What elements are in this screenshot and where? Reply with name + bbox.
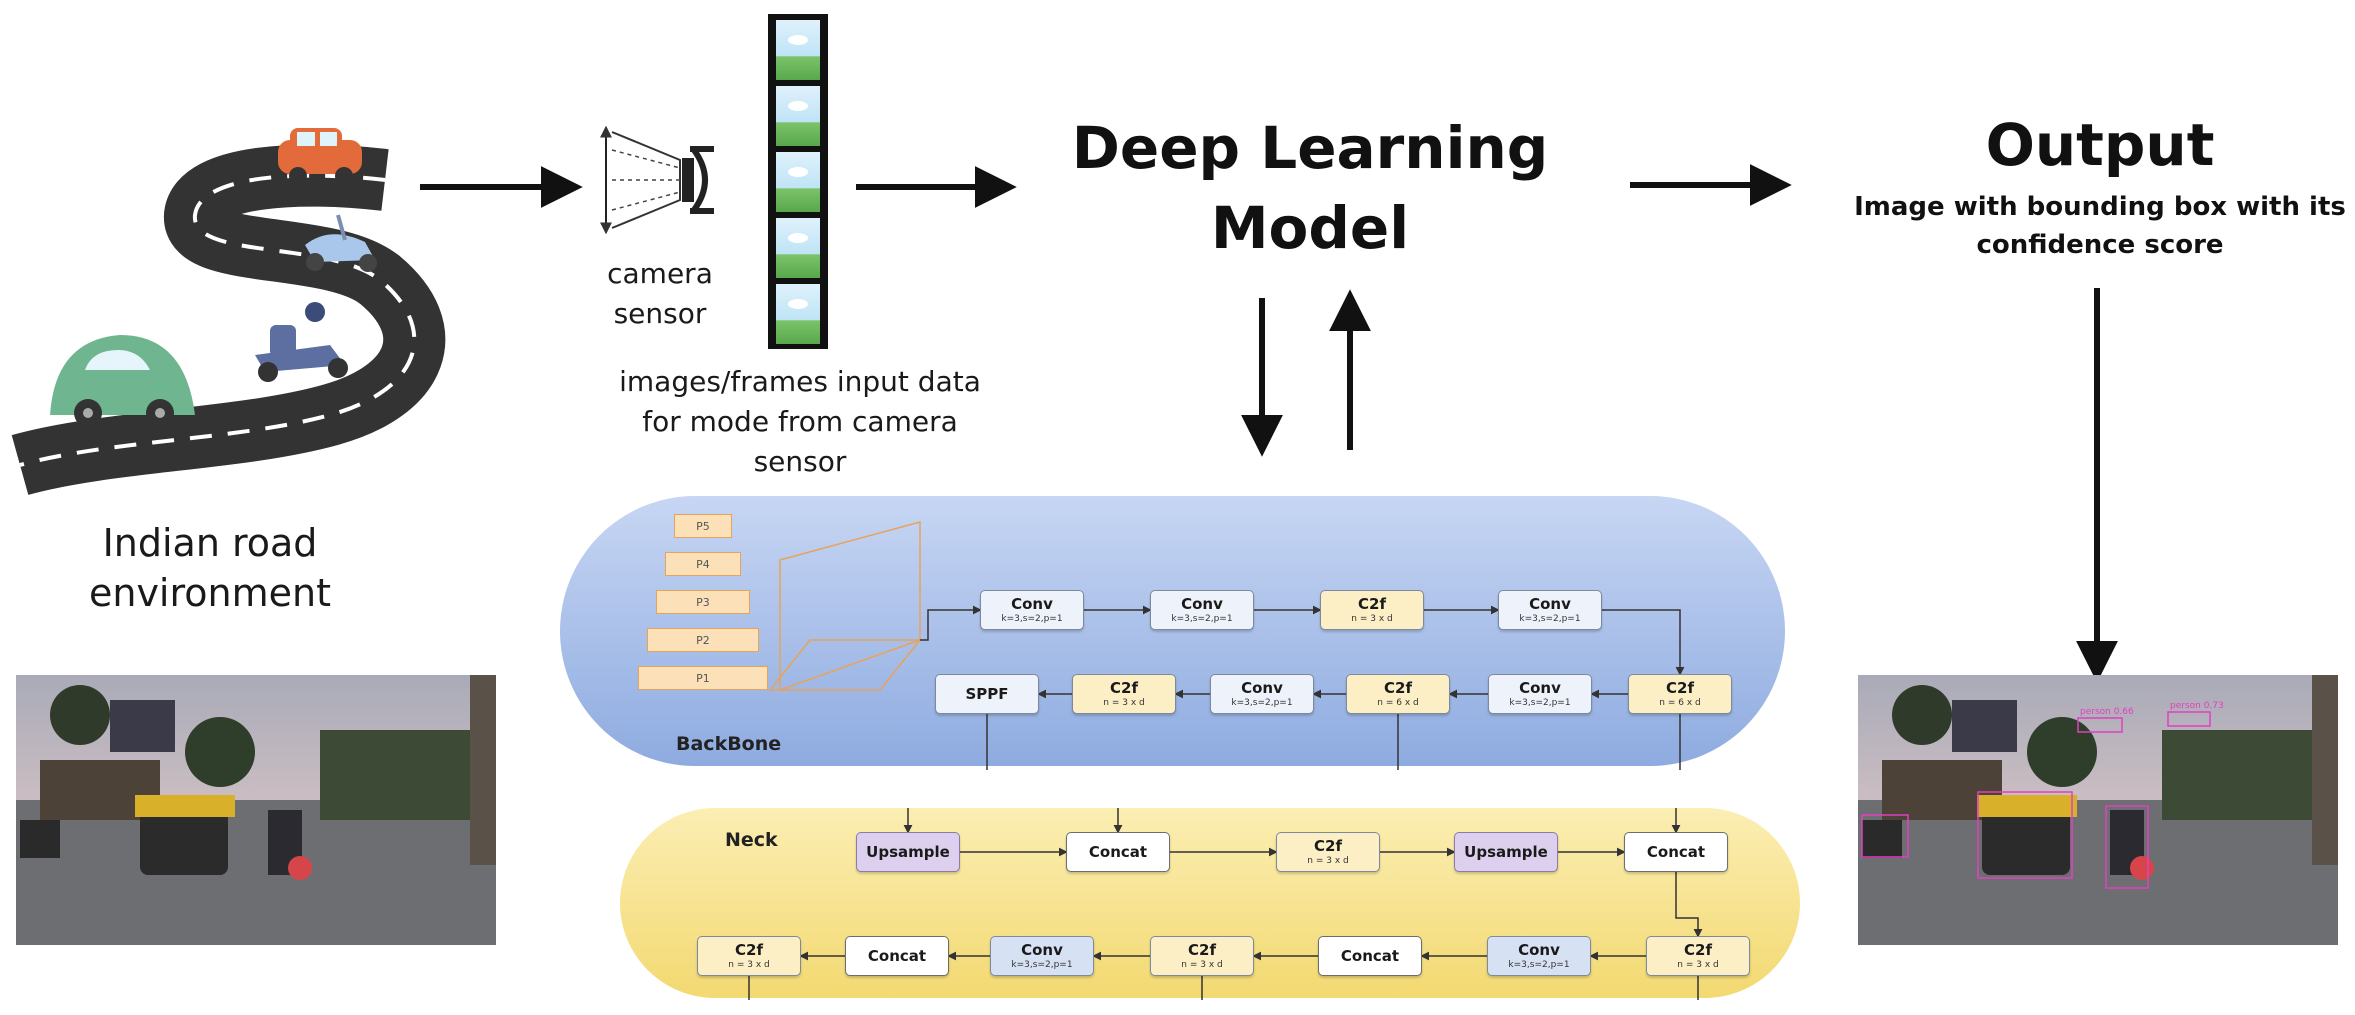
output-subtitle: Image with bounding box with its confide… [1854,192,2346,260]
neck-label: Neck [725,829,778,851]
backbone-bottom-sppf-node-0: SPPF [935,674,1039,714]
backbone-bottom-node-params: k=3,s=2,p=1 [1509,698,1571,708]
neck-bottom-node-params: n = 3 x d [728,960,770,970]
bbox-person-b [2167,711,2211,727]
neck-bottom-node-params: k=3,s=2,p=1 [1508,960,1570,970]
neck-top-concat-node-4: Concat [1624,832,1728,872]
backbone-bottom-node-params: k=3,s=2,p=1 [1231,698,1293,708]
pyramid-level-p5: P5 [674,514,732,538]
backbone-top-node-params: n = 3 x d [1351,614,1393,624]
flow-arrows [420,164,2118,683]
road-environment-caption: Indian road environment [88,521,331,615]
backbone-top-node-params: k=3,s=2,p=1 [1001,614,1063,624]
link-nk-down [1675,872,1703,938]
input-road-photo [16,675,496,945]
red-car-icon [278,128,362,185]
bbox-motorcycle [2105,805,2149,889]
pyramid-level-p3: P3 [656,590,750,614]
bbox-person-a [2077,717,2123,733]
scooter-rider-icon [255,302,348,382]
pyramid-level-p4: P4 [665,552,741,576]
camera-sensor-caption: camera sensor [607,257,713,330]
frames-caption: images/frames input data for mode from c… [619,365,981,478]
backbone-top-node-name: Conv [1529,595,1571,613]
backbone-top-node-name: Conv [1181,595,1223,613]
backbone-bottom-node-name: C2f [1384,679,1412,697]
link-bb-down [1602,609,1685,676]
neck-top-node-name: C2f [1314,837,1342,855]
link-pyramid-to-conv [920,605,982,641]
neck-bottom-node-params: k=3,s=2,p=1 [1011,960,1073,970]
output-detection-photo: person 0.66 person 0.73 [1858,675,2338,945]
backbone-top-node-params: k=3,s=2,p=1 [1519,614,1581,624]
backbone-bottom-node-name: C2f [1110,679,1138,697]
backbone-bottom-node-params: n = 6 x d [1659,698,1701,708]
neck-top-node-name: Upsample [866,843,950,861]
road-illustration [11,128,446,495]
backbone-bottom-node-name: Conv [1519,679,1561,697]
neck-top-node-name: Upsample [1464,843,1548,861]
detection-label-a: person 0.66 [2080,707,2134,717]
neck-top-upsample-node-3: Upsample [1454,832,1558,872]
backbone-bottom-node-name: C2f [1666,679,1694,697]
neck-bottom-node-name: C2f [1684,941,1712,959]
backbone-top-node-params: k=3,s=2,p=1 [1171,614,1233,624]
neck-top-node-params: n = 3 x d [1307,856,1349,866]
neck-bottom-node-name: Conv [1021,941,1063,959]
backbone-bottom-node-params: n = 6 x d [1377,698,1419,708]
neck-bottom-node-params: n = 3 x d [1677,960,1719,970]
output-title: Output [1985,111,2215,179]
neck-bottom-node-name: Conv [1518,941,1560,959]
green-car-icon [50,335,195,427]
film-strip-icon [768,14,828,349]
backbone-bottom-node-name: Conv [1241,679,1283,697]
neck-bottom-node-name: Concat [867,947,927,965]
backbone-top-node-name: C2f [1358,595,1386,613]
backbone-bottom-node-name: SPPF [965,685,1009,703]
bbox-rider-left [1861,814,1909,858]
neck-bottom-concat-node-4: Concat [1318,936,1422,976]
bbox-auto-rickshaw [1977,791,2073,879]
pyramid-level-p1: P1 [638,666,768,690]
backbone-bottom-node-params: n = 3 x d [1103,698,1145,708]
model-title: Deep Learning Model [1071,114,1549,262]
backbone-panel [560,496,1785,766]
neck-bottom-concat-node-1: Concat [845,936,949,976]
backbone-label: BackBone [676,733,782,755]
camera-sensor-icon [600,125,714,235]
neck-bottom-node-name: C2f [1188,941,1216,959]
detection-label-b: person 0.73 [2170,701,2224,711]
neck-top-concat-node-1: Concat [1066,832,1170,872]
neck-top-node-name: Concat [1646,843,1706,861]
neck-top-node-name: Concat [1088,843,1148,861]
blue-scooter-icon [305,214,377,272]
neck-bottom-node-params: n = 3 x d [1181,960,1223,970]
neck-bottom-node-name: C2f [735,941,763,959]
backbone-top-node-name: Conv [1011,595,1053,613]
neck-bottom-node-name: Concat [1340,947,1400,965]
pyramid-level-p2: P2 [647,628,759,652]
neck-top-upsample-node-0: Upsample [856,832,960,872]
